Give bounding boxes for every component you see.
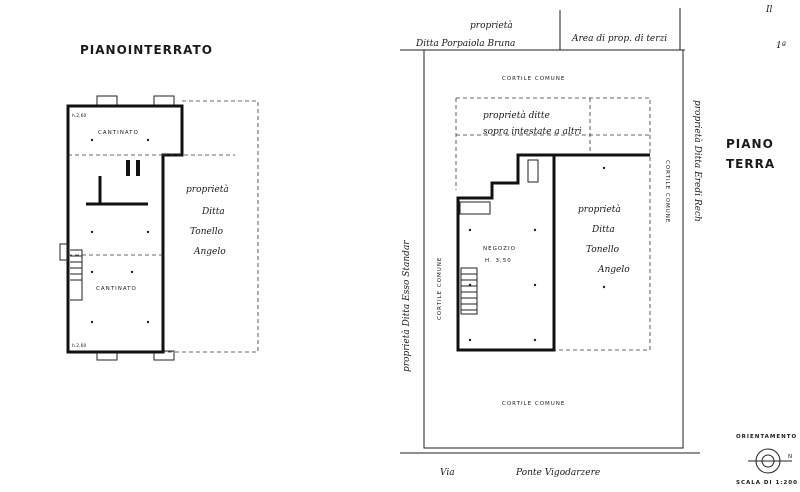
owner-line2: Ditta — [591, 225, 615, 235]
owner-line3: Tonello — [586, 245, 620, 255]
adjacent-unit-outline — [554, 154, 651, 351]
courtyard-top: CORTILE COMUNE — [502, 76, 565, 82]
basement-owner-line2: Ditta — [201, 207, 225, 217]
basement-height-bottom: h.2,60 — [72, 343, 86, 349]
courtyard-bottom: CORTILE COMUNE — [502, 401, 565, 407]
legend: ORIENTAMENTO N SCALA DI 1:200 — [736, 434, 798, 486]
owner-line1: proprietà — [578, 204, 621, 215]
lot-boundary — [423, 50, 684, 449]
shop-walls — [456, 153, 556, 352]
basement-room-bottom: CANTINATO — [96, 286, 137, 292]
basement-adjacent-property — [163, 100, 259, 353]
shop-label-line2: H. 3,50 — [485, 258, 512, 264]
right-property-owner: proprietà Ditta Eredi Rech — [692, 100, 703, 222]
basement-height-top: h.2,60 — [72, 113, 86, 119]
basement-markers — [90, 138, 150, 324]
basement-outer-wall — [66, 104, 184, 354]
top-owner-a-line1: proprietà — [470, 20, 513, 31]
ground-title-line1: PIANO — [726, 137, 774, 151]
orientation-label: ORIENTAMENTO — [736, 434, 797, 440]
rear-property-outline — [455, 97, 651, 190]
top-owner-a-line2: Ditta Porpaiola Bruna — [415, 39, 515, 49]
left-property-owner: proprietà Ditta Esso Standar — [401, 240, 412, 372]
basement-plan: PIANOINTERRATO — [59, 43, 259, 361]
ground-markers — [468, 166, 606, 342]
ground-floor-plan: PIANO TERRA proprietà Ditta Porpaiola Br… — [400, 8, 775, 478]
north-label: N — [788, 454, 793, 460]
rear-owner-line2: sopra intestate a altri — [483, 127, 582, 137]
basement-owner-line4: Angelo — [193, 247, 226, 257]
owner-line4: Angelo — [597, 265, 630, 275]
street-prefix: Via — [440, 468, 455, 478]
basement-owner-line1: proprietà — [186, 184, 229, 195]
top-owner-b: Area di prop. di terzi — [571, 34, 667, 44]
courtyard-left: CORTILE COMUNE — [437, 257, 443, 320]
scale-label: SCALA DI 1:200 — [736, 480, 798, 486]
street-name: Ponte Vigodarzere — [515, 468, 600, 478]
courtyard-right: CORTILE COMUNE — [664, 160, 670, 223]
basement-room-top: CANTINATO — [98, 130, 139, 136]
ground-title-line2: TERRA — [726, 157, 775, 171]
rear-owner-line1: proprietà ditte — [483, 110, 550, 121]
basement-title: PIANOINTERRATO — [80, 43, 213, 57]
top-right-scribble: Il — [765, 5, 773, 15]
top-right-mark: 1ª — [776, 41, 786, 51]
basement-owner-line3: Tonello — [190, 227, 224, 237]
basement-stairs — [59, 243, 83, 301]
shop-label-line1: NEGOZIO — [483, 246, 516, 252]
ground-stairs — [460, 267, 478, 315]
